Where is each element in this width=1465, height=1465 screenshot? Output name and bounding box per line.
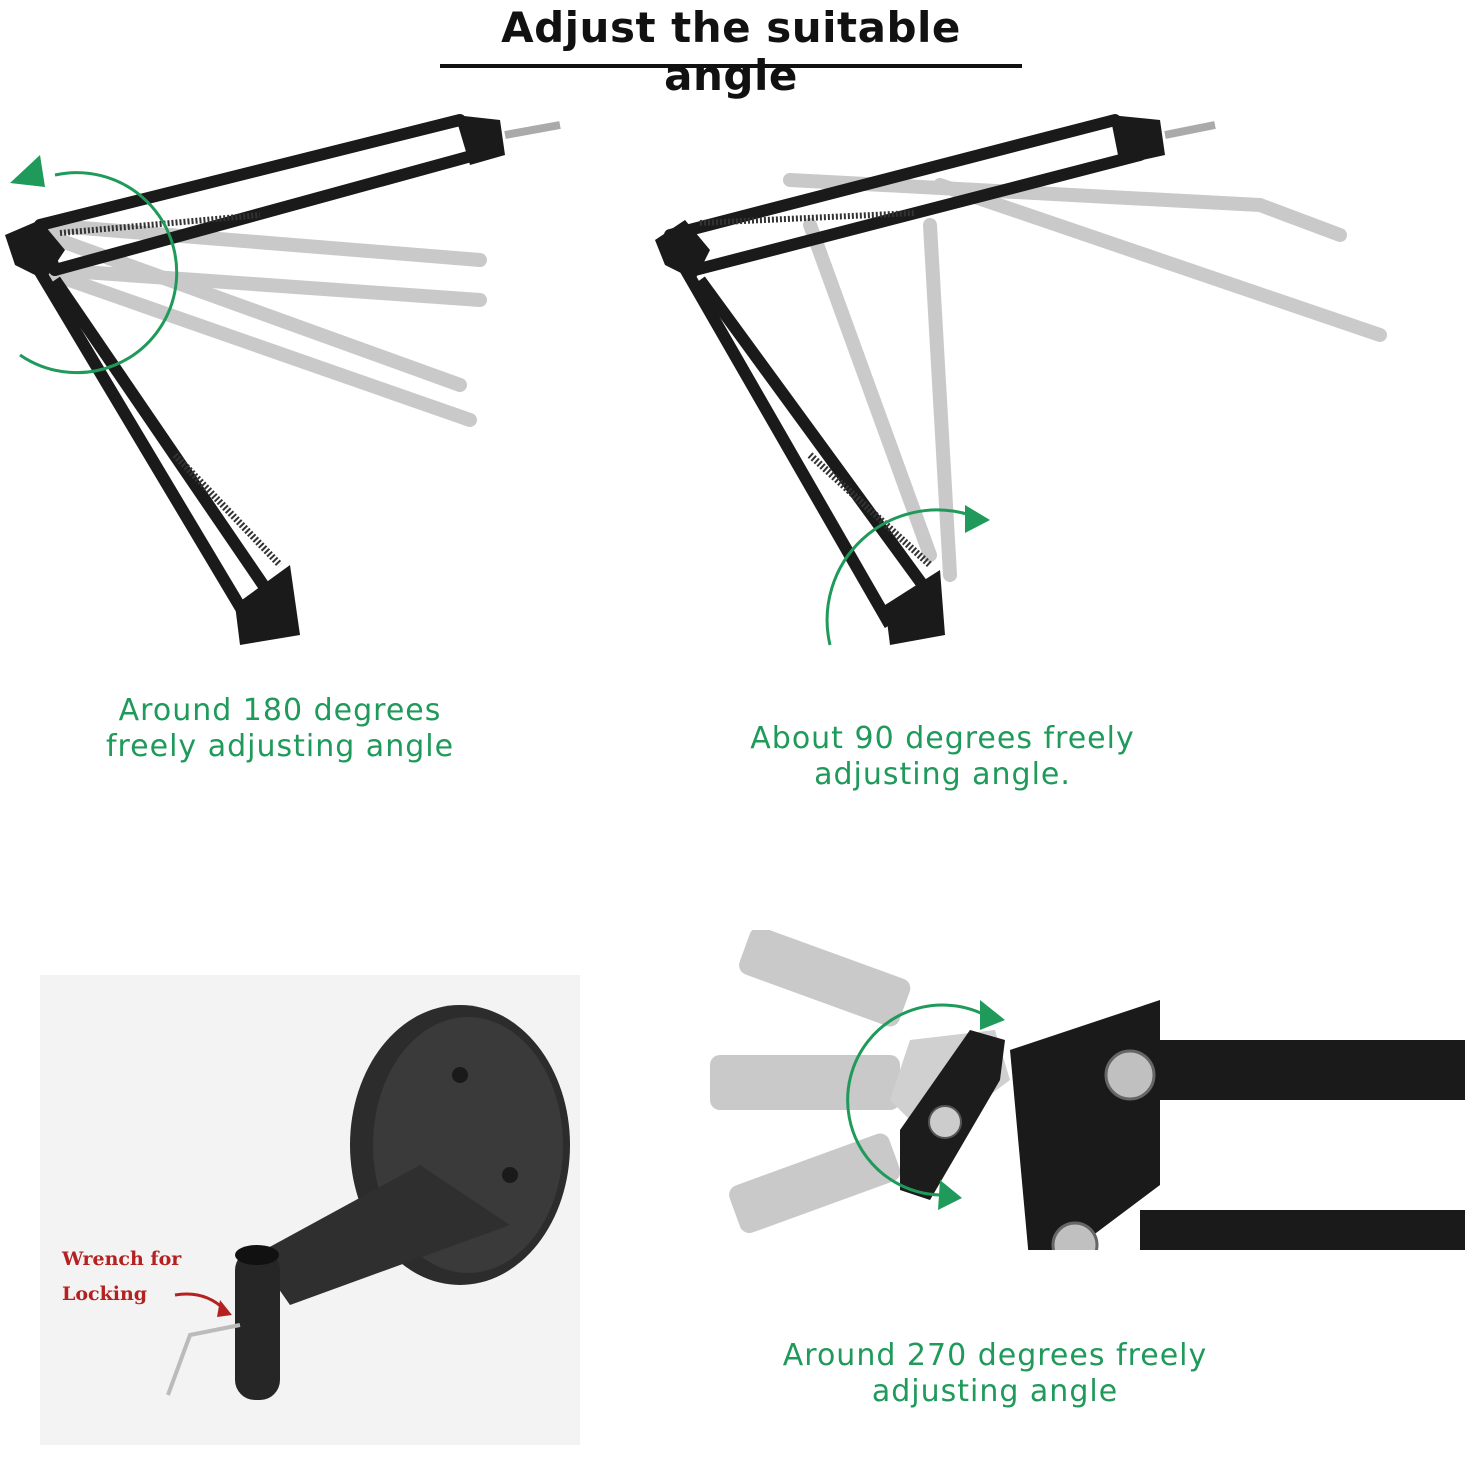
tip-screw <box>1164 121 1216 139</box>
bolt-top <box>1104 1049 1156 1101</box>
rotation-arrowhead-icon <box>10 155 45 187</box>
rotation-arrow-icon <box>825 508 971 646</box>
caption-180: Around 180 degrees freely adjusting angl… <box>60 693 500 765</box>
clamp-base-illustration <box>40 975 580 1445</box>
boom-arm-180-illustration <box>5 114 561 645</box>
caption-90-line2: adjusting angle. <box>814 757 1071 792</box>
screw-mount-icon <box>739 930 911 1027</box>
pointer-arrowhead-icon <box>217 1300 232 1317</box>
upper-spring <box>59 212 261 236</box>
screw-mount-270-illustration <box>710 930 1465 1250</box>
lower-arm <box>24 251 275 619</box>
caption-270-line2: adjusting angle <box>871 1374 1119 1409</box>
rotation-arrow-icon <box>846 1003 986 1197</box>
tip-joint <box>455 115 505 165</box>
caption-180-line2: freely adjusting angle <box>105 729 455 764</box>
arm-bar-bottom <box>1140 1210 1465 1250</box>
wrench-label-line2: Locking <box>62 1283 148 1305</box>
lower-spring <box>807 452 933 568</box>
clamp-arm <box>255 1165 510 1305</box>
screw-mount-icon <box>710 1055 900 1110</box>
wrench-label-line1: Wrench for <box>62 1248 182 1270</box>
caption-90: About 90 degrees freely adjusting angle. <box>700 721 1185 793</box>
base-joint <box>235 565 300 645</box>
rotation-arrowhead-icon <box>965 505 990 533</box>
caption-90-line1: About 90 degrees freely <box>750 721 1135 756</box>
ghost-screws <box>710 930 911 1234</box>
arm-bar-top <box>1140 1040 1465 1100</box>
arm-bracket <box>1010 1000 1160 1250</box>
caption-270-line1: Around 270 degrees freely <box>782 1338 1208 1373</box>
boom-arm-90-illustration <box>655 114 1387 646</box>
post-top <box>235 1245 279 1265</box>
tip-screw <box>504 121 561 139</box>
clamp-post <box>235 1250 280 1400</box>
base-joint <box>885 570 945 645</box>
rotation-arrowhead-icon <box>980 1000 1005 1030</box>
center-nut <box>928 1105 962 1139</box>
page-title: Adjust the suitable angle <box>440 4 1022 100</box>
caption-180-line1: Around 180 degrees <box>118 693 442 728</box>
bolt-bottom <box>1051 1221 1099 1250</box>
disc-hole <box>452 1067 468 1083</box>
upper-joint <box>5 220 65 280</box>
rotation-arrow-icon <box>19 171 179 375</box>
screw-mount-icon <box>729 1133 901 1234</box>
lower-spring <box>172 452 283 568</box>
upper-arm <box>664 114 1146 276</box>
lower-arm <box>674 257 935 628</box>
rotation-arrowhead-icon <box>938 1180 962 1210</box>
caption-270: Around 270 degrees freely adjusting angl… <box>740 1338 1250 1410</box>
wrench-icon <box>166 1323 241 1396</box>
upper-joint <box>655 220 710 280</box>
disc-hole <box>502 1167 518 1183</box>
tip-joint <box>1110 115 1165 165</box>
